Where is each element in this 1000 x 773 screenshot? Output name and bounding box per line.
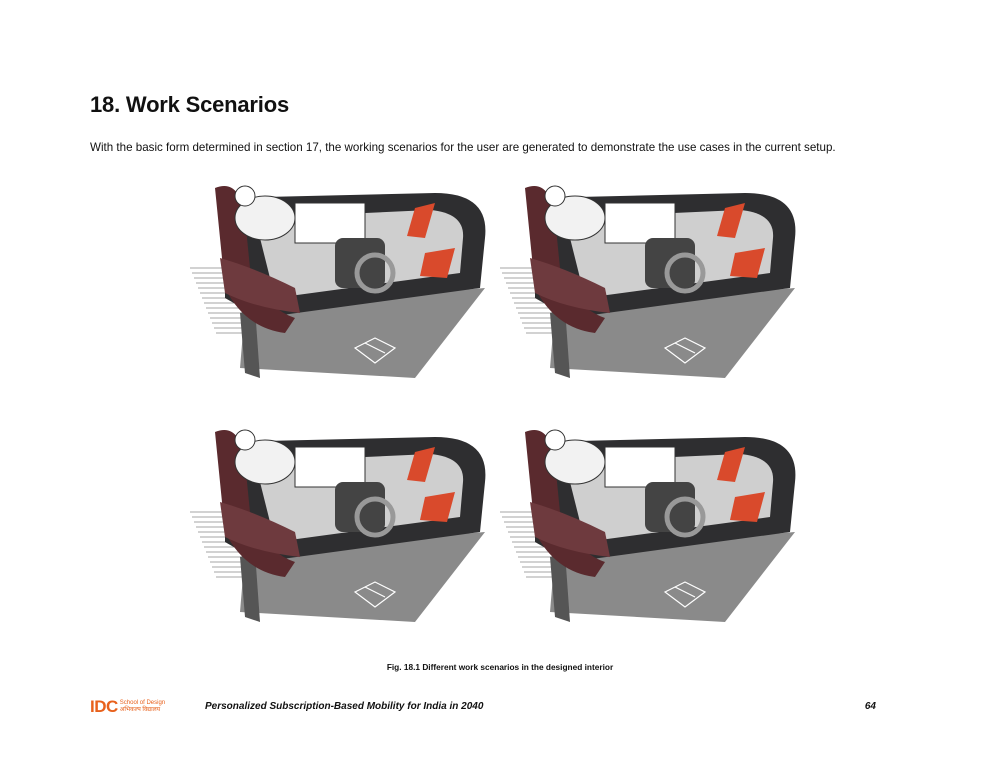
- scenario-illustration-4: [495, 422, 805, 632]
- section-intro: With the basic form determined in sectio…: [90, 141, 836, 154]
- scenario-illustration-2: [495, 178, 805, 388]
- scenario-illustration-1: [185, 178, 495, 388]
- document-title: Personalized Subscription-Based Mobility…: [205, 701, 484, 712]
- scenario-illustration-3: [185, 422, 495, 632]
- page-number: 64: [864, 701, 876, 712]
- section-title: 18. Work Scenarios: [90, 92, 289, 117]
- figure-caption: Fig. 18.1 Different work scenarios in th…: [386, 662, 614, 672]
